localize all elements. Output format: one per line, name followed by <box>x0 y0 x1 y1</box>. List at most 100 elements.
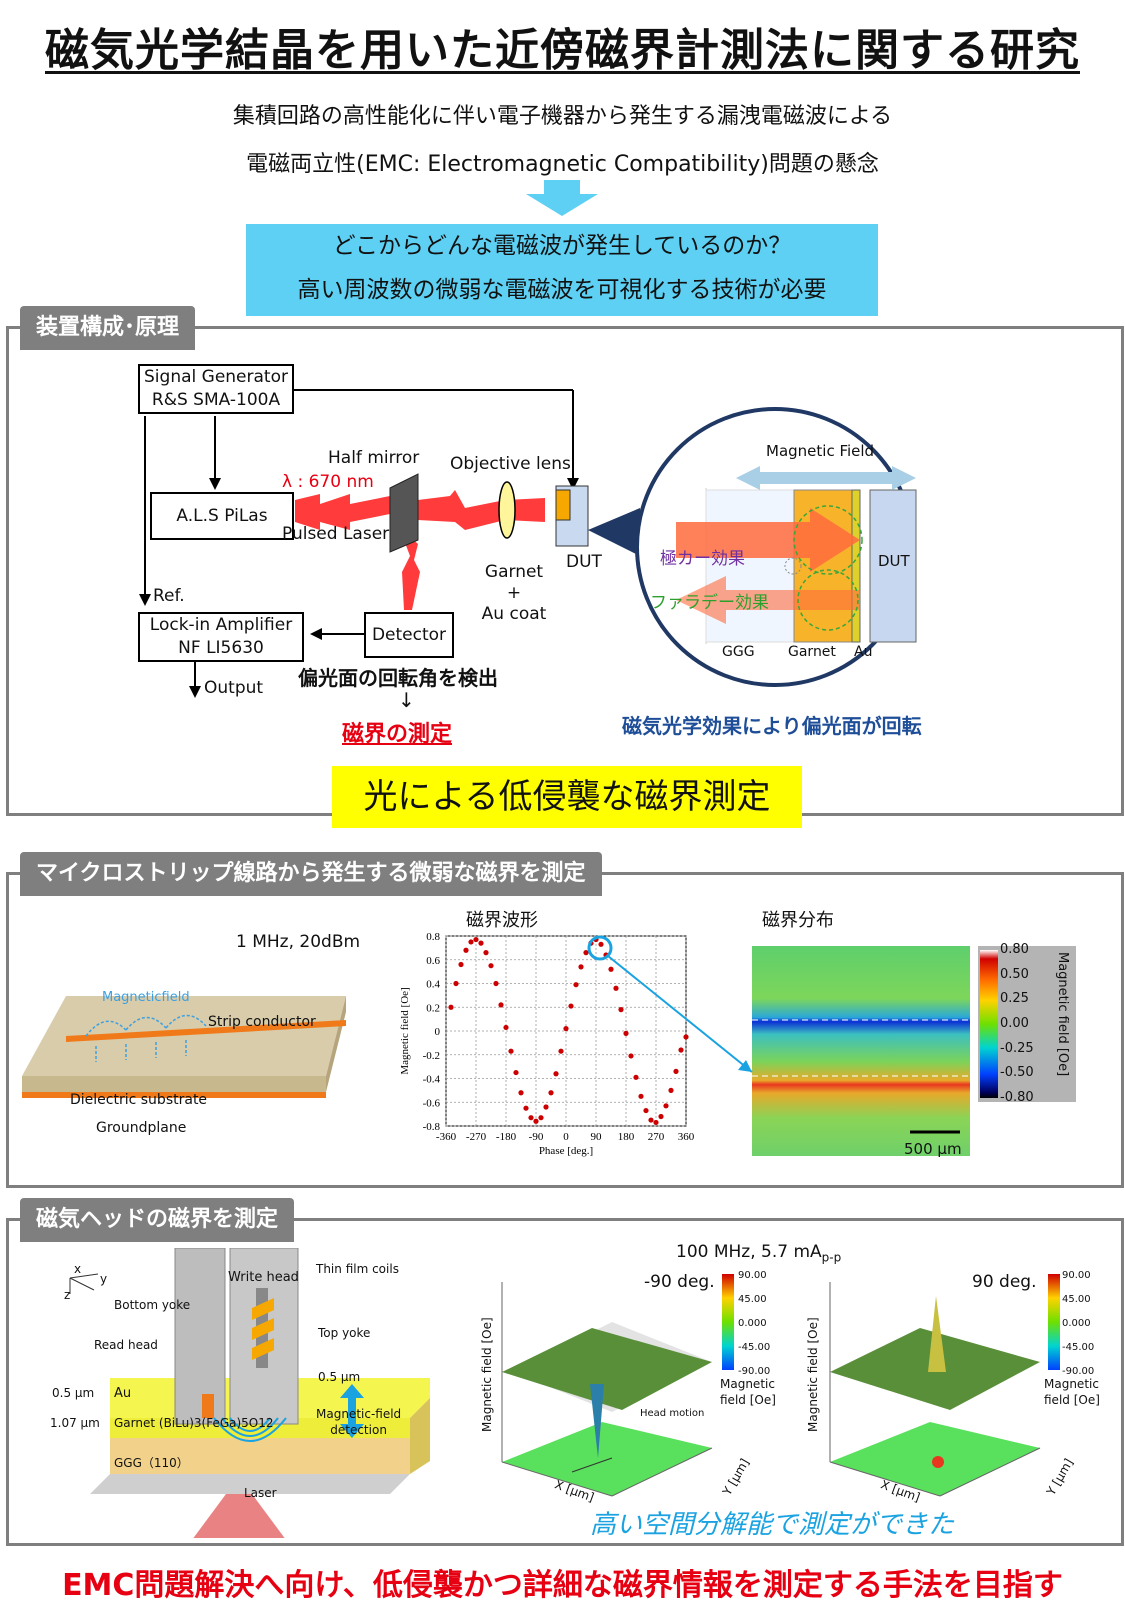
bottom-yoke-label: Bottom yoke <box>114 1298 191 1312</box>
inset-garnet-label: Garnet <box>788 644 836 660</box>
head-condition-sub: p-p <box>821 1250 842 1265</box>
dielectric-label: Dielectric substrate <box>70 1092 208 1108</box>
data-point <box>633 1074 639 1080</box>
data-point <box>528 1115 534 1121</box>
data-point <box>513 1069 519 1076</box>
y-tick-label: -0.8 <box>423 1121 441 1133</box>
write-head-label: Write head <box>228 1270 299 1285</box>
y-tick-label: 0.6 <box>426 955 440 967</box>
garnet-layer-label: Garnet (BiLu)3(FeGa)5O12 <box>114 1416 274 1430</box>
y-tick-label: 0.2 <box>426 1002 440 1014</box>
key-message: 光による低侵襲な磁界測定 <box>332 766 802 828</box>
colorbar-label: Magnetic field [Oe] <box>1055 952 1070 1077</box>
data-point <box>608 966 614 972</box>
plot1-cb-label-1: Magnetic <box>720 1377 775 1391</box>
axis-x-label: x <box>74 1262 82 1276</box>
plot2-colorbar-label: Magnetic field [Oe] <box>1044 1376 1100 1408</box>
surface-plot-minus90 <box>501 1282 713 1497</box>
data-point <box>683 1034 689 1040</box>
data-point <box>663 1103 669 1109</box>
data-point <box>583 950 589 956</box>
inset-field-label: Magnetic Field <box>766 442 875 460</box>
colorbar-tick: -0.80 <box>1000 1090 1034 1105</box>
down-arrow-icon <box>526 180 598 216</box>
page-title: 磁気光学結晶を用いた近傍磁界計測法に関する研究 <box>45 25 1080 76</box>
section-microstrip-tab: マイクロストリップ線路から発生する微弱な磁界を測定 <box>20 852 602 896</box>
dist-title: 磁界分布 <box>762 910 834 931</box>
data-point <box>598 941 604 947</box>
y-tick-label: -0.6 <box>423 1097 441 1109</box>
data-point <box>553 1071 559 1077</box>
data-point <box>678 1047 684 1053</box>
data-point <box>473 936 479 943</box>
top-yoke-label: Top yoke <box>318 1326 371 1340</box>
plot2-colorbar <box>1048 1274 1060 1370</box>
colorbar-tick: 45.00 <box>738 1294 767 1305</box>
data-point <box>563 1026 569 1032</box>
data-point <box>568 1003 574 1009</box>
lockin-name: Lock-in Amplifier <box>149 615 293 635</box>
microstrip-condition: 1 MHz, 20dBm <box>236 932 361 952</box>
x-tick-label: 90 <box>591 1131 603 1143</box>
data-point <box>523 1105 529 1111</box>
colorbar-tick: 45.00 <box>1062 1294 1091 1305</box>
x-tick-label: -360 <box>436 1131 457 1143</box>
read-head-label: Read head <box>94 1338 158 1352</box>
garnet-text: Garnet <box>484 562 544 582</box>
intro-line-2: 電磁両立性(EMC: Electromagnetic Compatibility… <box>246 152 879 177</box>
data-point <box>643 1107 649 1114</box>
colorbar-tick: -0.50 <box>1000 1065 1034 1081</box>
field-distribution-map <box>752 946 970 1156</box>
data-point <box>478 940 484 946</box>
signal-generator-model: R&S SMA-100A <box>151 390 281 410</box>
detection-label: Magnetic-field detection <box>316 1406 401 1438</box>
plot1-cb-label-2: field [Oe] <box>720 1393 776 1407</box>
data-point <box>498 1002 504 1008</box>
laser-box: A.L.S PiLas <box>150 492 294 540</box>
head-diagram <box>69 1248 430 1538</box>
colorbar-tick: 90.00 <box>738 1270 767 1281</box>
data-point <box>573 982 579 988</box>
data-point <box>508 1048 514 1054</box>
plot2-cb-label-2: field [Oe] <box>1044 1393 1100 1407</box>
detector-box: Detector <box>364 612 454 658</box>
colorbar-tick: 0.80 <box>1000 942 1029 957</box>
data-point <box>638 1093 644 1099</box>
data-point <box>558 1048 564 1054</box>
ground-plane-label: Groundplane <box>96 1120 187 1136</box>
data-point <box>578 964 584 970</box>
data-point <box>503 1024 509 1031</box>
microstrip-diagram <box>22 996 346 1098</box>
question-line-1: どこからどんな電磁波が発生しているのか？ <box>332 233 792 259</box>
section-head-tab: 磁気ヘッドの磁界を測定 <box>20 1198 295 1242</box>
colorbar-tick: 0.00 <box>1000 1016 1029 1031</box>
colorbar-tick: 0.25 <box>1000 991 1029 1007</box>
data-point <box>448 1004 454 1010</box>
colorbar <box>980 950 998 1098</box>
data-point <box>613 985 619 991</box>
distribution-overlay <box>752 1019 970 1134</box>
y-tick-label: -0.4 <box>423 1074 441 1086</box>
x-tick-label: 0 <box>563 1131 569 1143</box>
inset-caption: 磁気光学効果により偏光面が回転 <box>622 714 922 738</box>
y-tick-label: 0 <box>435 1026 441 1038</box>
inset-ggg-label: GGG <box>722 644 755 660</box>
plot1-zlabel: Magnetic field [Oe] <box>480 1317 494 1432</box>
data-point <box>543 1104 549 1110</box>
data-point <box>538 1115 544 1121</box>
half-mirror-label: Half mirror <box>328 448 420 468</box>
ggg-layer-label: GGG（110） <box>114 1456 189 1470</box>
head-condition-text: 100 MHz, 5.7 mA <box>676 1242 822 1262</box>
gap-thickness: 0.5 µm <box>318 1370 361 1384</box>
garnet-label: Garnet + Au coat <box>478 562 550 625</box>
plot2-label: 90 deg. <box>972 1272 1037 1292</box>
data-point <box>623 1030 629 1036</box>
detection-label-2: detection <box>330 1423 387 1437</box>
x-tick-label: -180 <box>496 1131 517 1143</box>
strip-conductor-label: Strip conductor <box>208 1014 316 1030</box>
signal-generator-name: Signal Generator <box>144 367 288 387</box>
